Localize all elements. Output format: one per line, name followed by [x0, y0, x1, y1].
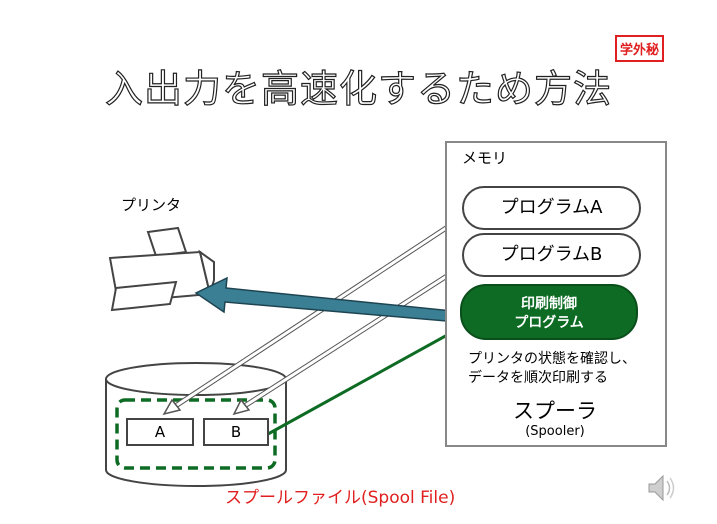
spool-file-label: スプールファイル(Spool File) — [225, 488, 456, 508]
printer-label: プリンタ — [121, 196, 182, 214]
description-line1: プリンタの状態を確認し、 — [468, 351, 636, 367]
spooler-description: プリンタの状態を確認し、 データを順次印刷する — [468, 350, 658, 388]
print-control-program-box: 印刷制御 プログラム — [460, 284, 638, 340]
speaker-icon[interactable] — [648, 474, 675, 502]
print-control-line2: プログラム — [514, 315, 584, 331]
spooler-subtitle: (Spooler) — [525, 424, 585, 439]
print-to-printer-arrow — [194, 276, 483, 325]
print-control-line1: 印刷制御 — [521, 296, 577, 312]
page-title: 入出力を高速化するため方法 — [104, 66, 612, 111]
spooler-title: スプーラ — [513, 399, 597, 423]
spool-file-a: A — [126, 418, 194, 446]
control-to-file-line — [267, 316, 479, 436]
printer-icon — [108, 226, 215, 312]
spool-file-b: B — [203, 418, 269, 446]
program-a-box: プログラムA — [462, 186, 641, 230]
memory-label: メモリ — [462, 149, 508, 167]
confidential-badge: 学外秘 — [615, 35, 665, 62]
description-line2: データを順次印刷する — [468, 370, 608, 386]
spool-file-frame — [115, 398, 277, 470]
program-b-box: プログラムB — [462, 233, 641, 277]
